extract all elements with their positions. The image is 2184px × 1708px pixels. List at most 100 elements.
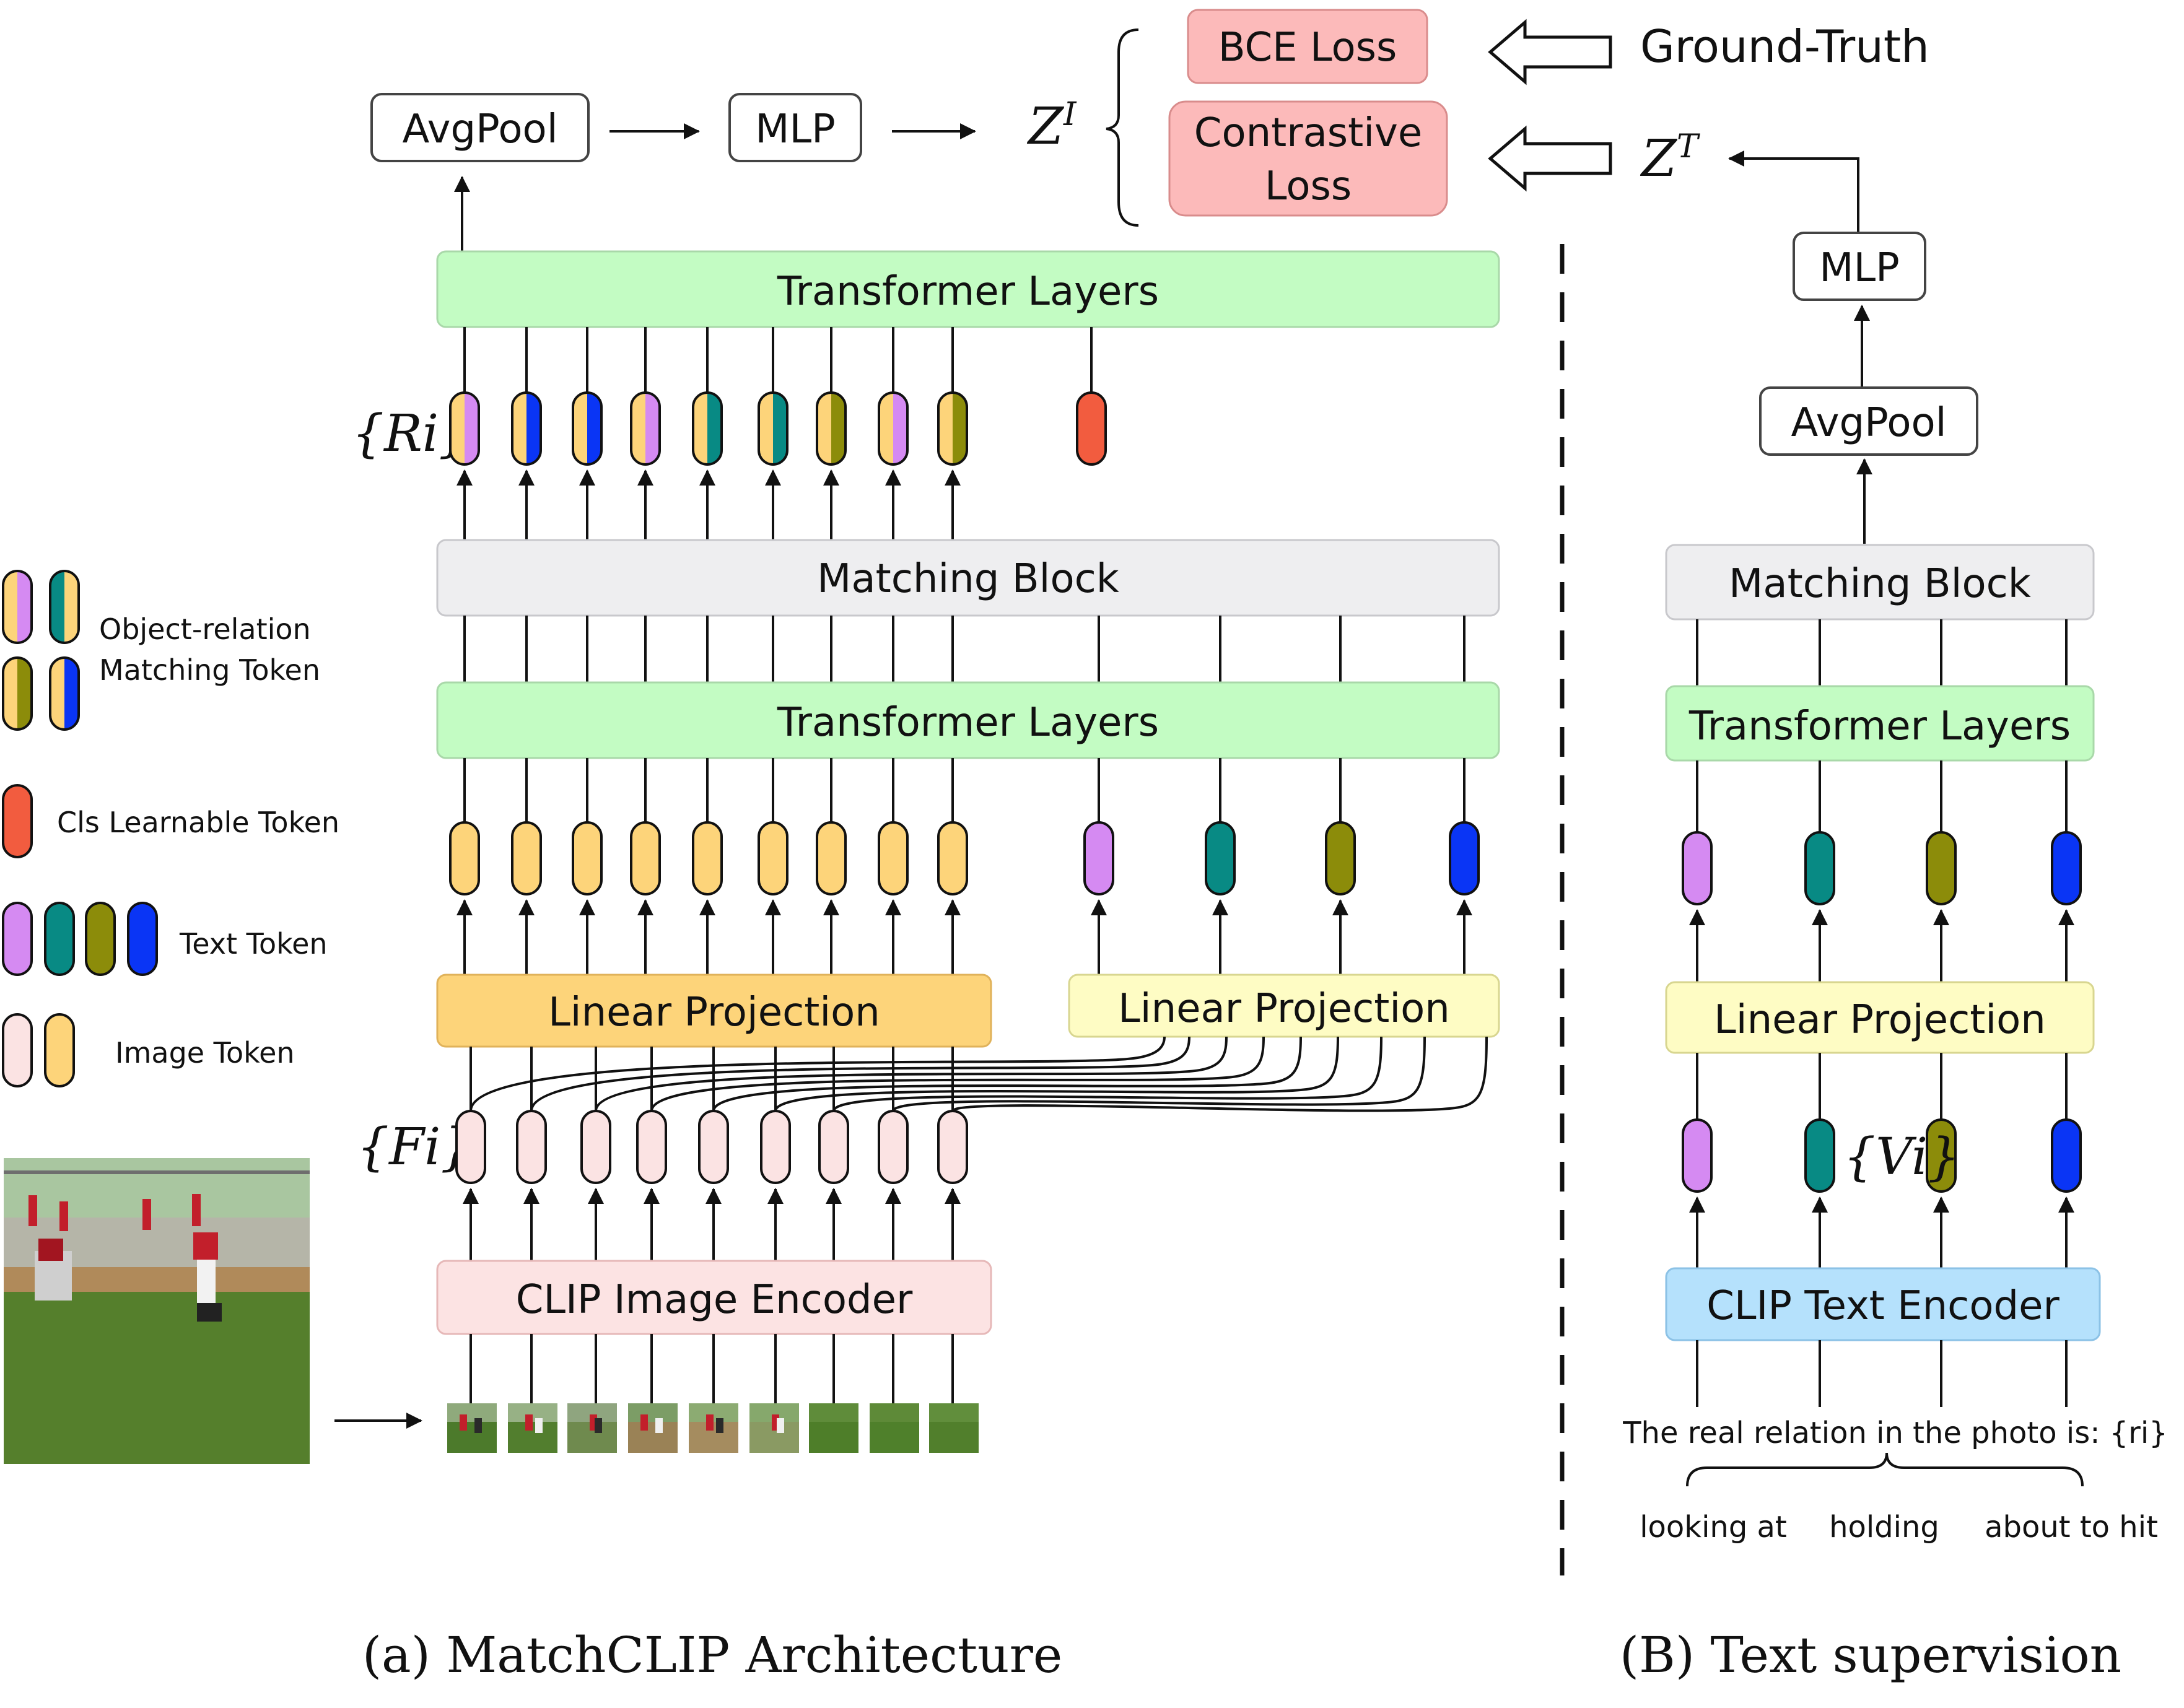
projection-curve bbox=[530, 1036, 1190, 1112]
svg-text:BCE Loss: BCE Loss bbox=[1218, 25, 1397, 71]
svg-text:Linear Projection: Linear Projection bbox=[548, 990, 880, 1035]
text-token bbox=[2051, 1118, 2082, 1193]
f-to-text-projection-curves bbox=[470, 1036, 1488, 1112]
image-token-raw bbox=[636, 1110, 667, 1184]
legend-matching-token bbox=[2, 570, 33, 644]
image-patch-row bbox=[447, 1403, 979, 1453]
projection-curve bbox=[712, 1036, 1302, 1112]
image-token-raw bbox=[878, 1110, 909, 1184]
matching-token bbox=[758, 391, 788, 466]
text-token bbox=[1083, 821, 1114, 895]
z-image-label: ZI bbox=[1026, 96, 1077, 156]
projection-curve bbox=[774, 1036, 1339, 1112]
text-upper-token-arrows bbox=[1689, 909, 2074, 982]
arrow-mlp-to-zt bbox=[1728, 150, 1859, 233]
legend-matching-token bbox=[49, 570, 80, 644]
svg-text:Matching Block: Matching Block bbox=[817, 556, 1119, 602]
transformer-layers-top: Transformer Layers bbox=[436, 250, 1500, 328]
image-token bbox=[937, 821, 968, 895]
image-token bbox=[692, 821, 723, 895]
image-token-raw bbox=[698, 1110, 729, 1184]
text-matching-connectors bbox=[1696, 619, 2068, 686]
svg-text:MLP: MLP bbox=[755, 107, 835, 152]
svg-text:Transformer Layers: Transformer Layers bbox=[777, 269, 1159, 315]
svg-text:Matching Block: Matching Block bbox=[1729, 561, 2031, 607]
z-text-label: ZT bbox=[1640, 128, 1700, 188]
svg-text:MLP: MLP bbox=[1819, 245, 1899, 291]
matching-token bbox=[937, 391, 968, 466]
linear-projection-text: Linear Projection bbox=[1068, 974, 1500, 1038]
mid-token-connectors bbox=[463, 758, 1465, 822]
text-token bbox=[1804, 831, 1835, 905]
linear-projection-text-branch: Linear Projection bbox=[1665, 981, 2095, 1054]
legend-image-token bbox=[44, 1013, 75, 1087]
legend-text-token bbox=[44, 902, 75, 976]
hollow-arrow-ground-truth bbox=[1488, 19, 1612, 85]
legend-swatches bbox=[2, 570, 158, 1087]
svg-text:Transformer Layers: Transformer Layers bbox=[1688, 704, 2071, 749]
matching-token bbox=[572, 391, 603, 466]
legend-cls-token bbox=[2, 784, 33, 858]
svg-text:AvgPool: AvgPool bbox=[403, 107, 558, 152]
relation-label: about to hit bbox=[1985, 1510, 2158, 1545]
relation-brace bbox=[1686, 1452, 2084, 1487]
mlp-box-text: MLP bbox=[1793, 232, 1926, 301]
text-token bbox=[1449, 821, 1480, 895]
text-encoder-connectors bbox=[1696, 1340, 2068, 1407]
image-patch bbox=[447, 1403, 497, 1453]
image-token-raw bbox=[516, 1110, 547, 1184]
text-upper-token-row bbox=[1682, 831, 2082, 905]
image-patch bbox=[689, 1403, 738, 1453]
text-token bbox=[1804, 1118, 1835, 1193]
legend-matching-token bbox=[2, 656, 33, 731]
text-token bbox=[1926, 1118, 1957, 1193]
image-token-raw bbox=[937, 1110, 968, 1184]
image-patch bbox=[809, 1403, 858, 1453]
text-lower-token-row bbox=[1682, 1118, 2082, 1193]
v-set-label: {Vi} bbox=[1843, 1128, 1960, 1187]
image-token-raw bbox=[818, 1110, 849, 1184]
matching-token bbox=[878, 391, 909, 466]
matching-block-text: Matching Block bbox=[1665, 544, 2095, 621]
svg-text:Linear Projection: Linear Projection bbox=[1118, 986, 1450, 1032]
image-token-raw bbox=[760, 1110, 791, 1184]
legend-image-token bbox=[2, 1013, 33, 1087]
f-set-label: {Fi} bbox=[357, 1118, 473, 1177]
legend-matching-line2: Matching Token bbox=[99, 653, 320, 687]
matching-token bbox=[816, 391, 847, 466]
image-token bbox=[630, 821, 661, 895]
svg-text:Loss: Loss bbox=[1265, 163, 1352, 209]
linear-projection-image: Linear Projection bbox=[436, 974, 992, 1048]
legend-text-token bbox=[85, 902, 116, 976]
svg-text:CLIP Image Encoder: CLIP Image Encoder bbox=[516, 1277, 913, 1323]
image-patch bbox=[749, 1403, 799, 1453]
image-token bbox=[511, 821, 542, 895]
prompt-text: The real relation in the photo is: {ri} bbox=[1622, 1416, 2168, 1450]
cls-token bbox=[1076, 391, 1107, 466]
svg-text:CLIP Text Encoder: CLIP Text Encoder bbox=[1706, 1283, 2060, 1329]
legend-image: Image Token bbox=[115, 1036, 295, 1070]
text-projection-connectors bbox=[1696, 1053, 2068, 1120]
image-token bbox=[449, 821, 480, 895]
legend-cls: Cls Learnable Token bbox=[57, 806, 339, 839]
projection-curve bbox=[951, 1036, 1488, 1112]
baseball-photo bbox=[4, 1158, 310, 1464]
mlp-box: MLP bbox=[728, 93, 862, 162]
r-token-arrows bbox=[456, 469, 961, 540]
patch-connectors bbox=[470, 1334, 954, 1403]
text-token bbox=[2051, 831, 2082, 905]
f-token-arrows bbox=[463, 1188, 961, 1261]
image-token bbox=[816, 821, 847, 895]
clip-text-encoder: CLIP Text Encoder bbox=[1665, 1267, 2101, 1341]
mid-token-row bbox=[449, 821, 1480, 895]
svg-text:AvgPool: AvgPool bbox=[1791, 400, 1947, 446]
transformer-layers-text: Transformer Layers bbox=[1665, 685, 2095, 762]
text-token bbox=[1682, 1118, 1713, 1193]
image-patch bbox=[567, 1403, 617, 1453]
r-token-connectors bbox=[463, 327, 1093, 393]
projection-curve bbox=[832, 1036, 1382, 1112]
matching-token bbox=[630, 391, 661, 466]
legend-matching-line1: Object-relation bbox=[99, 612, 311, 646]
